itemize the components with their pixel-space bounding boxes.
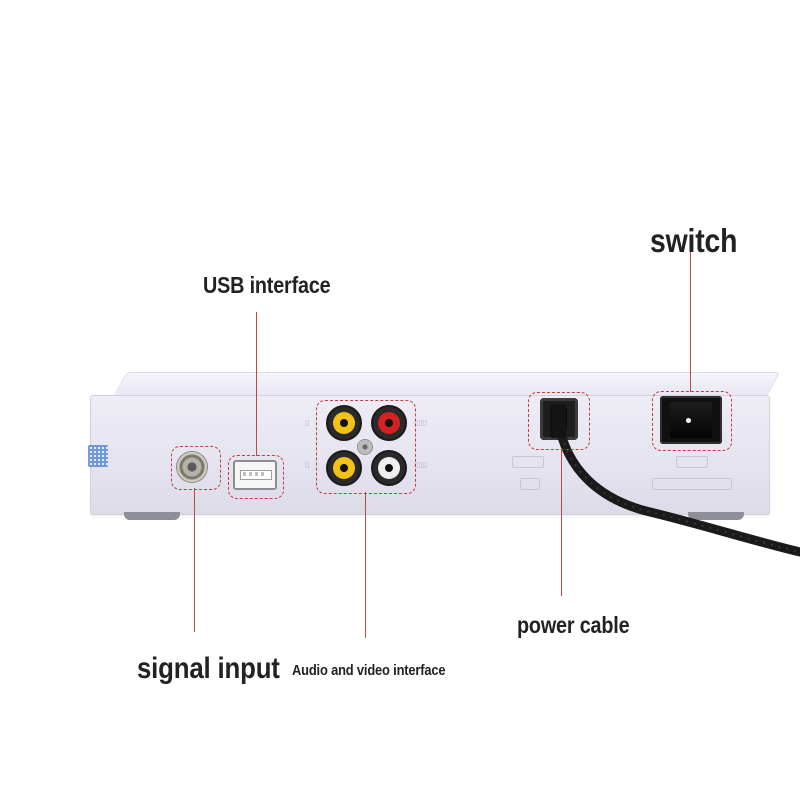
label-switch: switch xyxy=(650,222,738,259)
highlight-usb xyxy=(228,455,284,499)
label-power-cable: power cable xyxy=(517,612,630,638)
label-audio-video-interface: Audio and video interface xyxy=(292,662,446,679)
rca-jack-yellow-top xyxy=(326,405,362,441)
qr-sticker xyxy=(88,445,108,467)
device-rear-panel xyxy=(90,395,770,515)
leader-line-usb xyxy=(256,312,257,456)
device-foot-left xyxy=(124,512,180,520)
printed-marking-audio-right-2: ▯▯▯ xyxy=(414,460,428,469)
ce-mark xyxy=(520,478,540,490)
printed-marking-video-left-2: ▯ xyxy=(305,460,310,469)
rca-jack-yellow-bottom xyxy=(326,450,362,486)
printed-marking-video-left: ▯ xyxy=(305,418,310,427)
highlight-signal-input xyxy=(171,446,221,490)
switch-rating-label xyxy=(676,456,708,468)
switch-indicator-dot xyxy=(686,418,691,423)
warning-marks xyxy=(652,478,732,490)
rf-signal-connector xyxy=(177,452,207,482)
printed-marking-audio-right: ▯▯▯ xyxy=(414,418,428,427)
leader-line-switch xyxy=(690,246,691,392)
leader-line-av xyxy=(365,492,366,638)
label-signal-input: signal input xyxy=(137,652,280,685)
usb-port xyxy=(233,460,277,490)
highlight-switch xyxy=(652,391,732,451)
device-foot-right xyxy=(688,512,744,520)
rca-jack-white xyxy=(371,450,407,486)
leader-line-power xyxy=(561,448,562,596)
leader-line-signal xyxy=(194,488,195,632)
highlight-av xyxy=(316,400,416,494)
rating-label xyxy=(512,456,544,468)
highlight-power xyxy=(528,392,590,450)
panel-screw xyxy=(358,440,372,454)
rocker-switch xyxy=(660,396,722,444)
rca-jack-red xyxy=(371,405,407,441)
label-usb-interface: USB interface xyxy=(203,272,331,298)
